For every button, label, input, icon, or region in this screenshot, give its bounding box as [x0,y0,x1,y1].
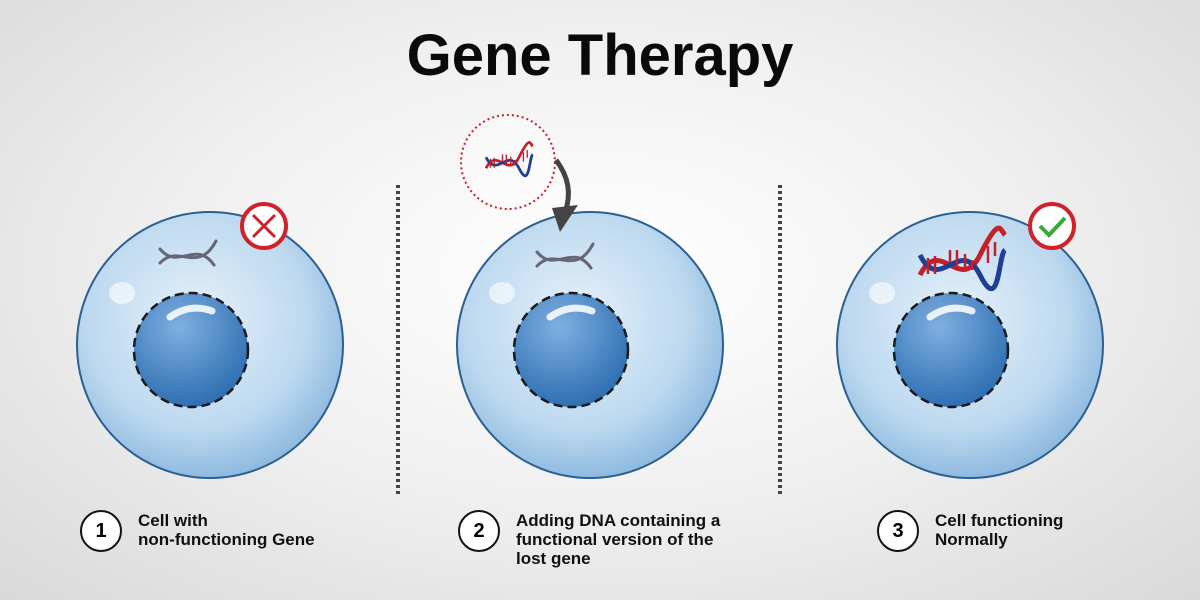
step-number: 1 [80,510,122,552]
step-number: 3 [877,510,919,552]
page-title: Gene Therapy [406,23,794,88]
check-icon [1028,202,1076,250]
new-dna-icon [460,114,556,210]
cell-2 [457,212,723,478]
cross-icon [240,202,288,250]
cell-1 [77,212,343,478]
arrow-icon [552,158,578,232]
cell-3 [837,212,1103,478]
step-number: 2 [458,510,500,552]
